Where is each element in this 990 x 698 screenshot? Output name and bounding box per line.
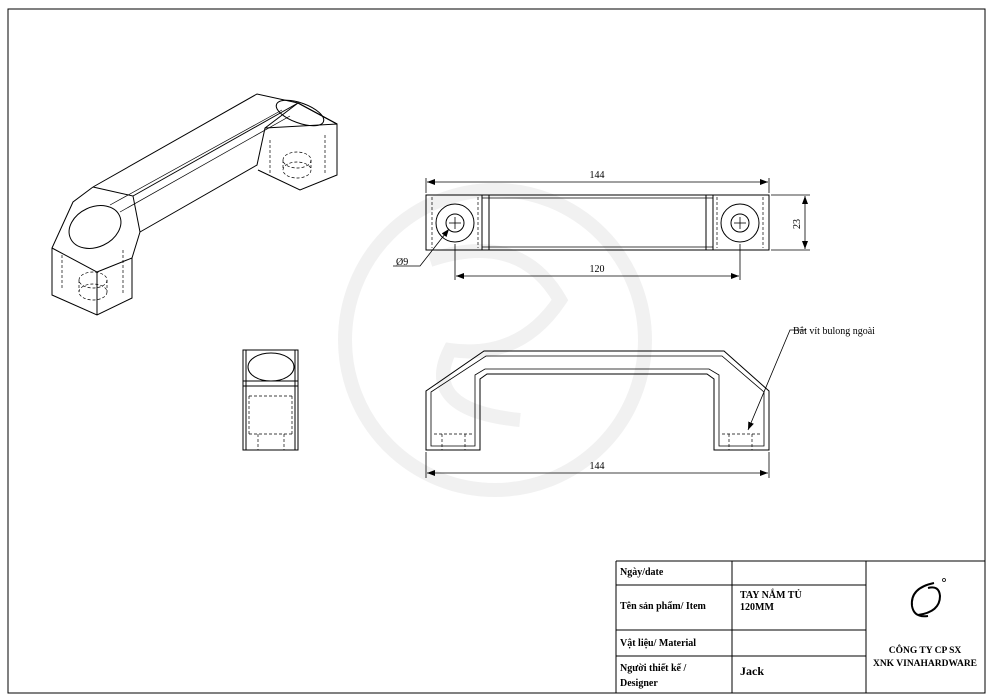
hole-diameter-dimension: Ø9 (396, 257, 408, 268)
side-view-hidden-lines (248, 395, 293, 450)
drawing-border (7, 8, 986, 694)
company-name-line2: XNK VINAHARDWARE (872, 659, 978, 669)
designer-label-line1: Người thiết kế / (620, 663, 687, 674)
height-dimension: 23 (792, 219, 803, 229)
hole-spacing-dimension: 120 (590, 264, 605, 275)
date-label: Ngày/date (620, 567, 664, 578)
front-view (425, 350, 770, 451)
screw-note: Bắt vít bulong ngoài (793, 326, 875, 337)
top-length-dimension: 144 (590, 170, 605, 181)
vinahardware-logo-icon (910, 578, 946, 618)
product-name-line1: TAY NẮM TỦ (740, 590, 802, 601)
front-view-hidden-lines (434, 433, 761, 450)
title-block-grid (615, 560, 985, 693)
top-view-hidden-lines (431, 197, 764, 248)
product-label: Tên sản phẩm/ Item (620, 601, 706, 612)
isometric-view (51, 93, 338, 316)
company-name-line1: CÔNG TY CP SX (888, 646, 962, 656)
material-label: Vật liệu/ Material (620, 638, 697, 649)
designer-label-line2: Designer (620, 678, 658, 689)
designer-value: Jack (740, 664, 764, 678)
product-name-line2: 120MM (740, 602, 774, 613)
top-dimension-lines (393, 178, 810, 280)
side-view (242, 349, 299, 451)
watermark-logo (338, 183, 652, 497)
front-length-dimension: 144 (590, 461, 605, 472)
front-dimension-lines (425, 329, 806, 478)
top-view (425, 194, 770, 251)
isometric-hidden-lines (61, 135, 326, 301)
